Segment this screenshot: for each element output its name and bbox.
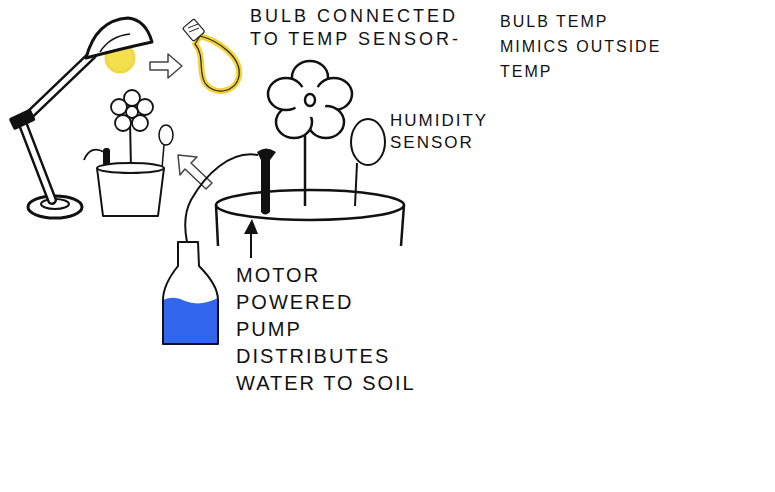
bulb-glow [195, 36, 239, 91]
pump-probe [257, 149, 276, 215]
humidity-sensor [159, 125, 173, 145]
flower-fill [294, 85, 326, 117]
flower-center [305, 94, 315, 106]
water-bottle [163, 242, 218, 344]
flower-stem [130, 122, 131, 168]
outline-arrow [178, 155, 212, 189]
small-plant-pot [84, 90, 173, 216]
large-plant-pot [185, 61, 404, 246]
annotation-label: HUMIDITY SENSOR [390, 110, 520, 154]
water [163, 298, 218, 344]
sensor-stem [355, 163, 357, 206]
arrow-head [244, 219, 258, 234]
pump-tube [185, 154, 258, 242]
light-bulb [182, 19, 239, 91]
lamp-joint [9, 108, 36, 130]
outline-arrow [150, 54, 182, 78]
large-flower [268, 61, 352, 138]
pot-rim [216, 190, 404, 220]
bulb-thread [188, 24, 199, 32]
petal [137, 99, 153, 115]
lamp-arm-inner [22, 55, 92, 200]
bottle-fill [163, 242, 218, 344]
humidity-sensor [351, 119, 385, 165]
flower-center [126, 106, 138, 118]
pump-tube [84, 150, 104, 160]
sensor-stem [162, 145, 164, 168]
pointer-line [250, 232, 252, 258]
pot-rim [97, 163, 164, 173]
lamp-shade-line [100, 34, 130, 52]
annotation-label: MOTOR POWERED PUMP DISTRIBUTES WATER TO … [236, 262, 423, 397]
petal [111, 99, 127, 115]
annotation-label: BULB TEMP MIMICS OUTSIDE TEMP [500, 9, 672, 84]
bulb-glass [195, 36, 239, 91]
pot-sides [216, 205, 404, 246]
lamp-shade [86, 18, 152, 58]
pot-body [97, 168, 164, 216]
bottle-outline [163, 242, 218, 344]
lamp-arm [22, 55, 92, 200]
annotation-label: BULB CONNECTED TO TEMP SENSOR- [250, 5, 475, 51]
small-flower [111, 90, 153, 131]
flower-stem [304, 135, 307, 206]
bulb-screw [182, 19, 204, 42]
